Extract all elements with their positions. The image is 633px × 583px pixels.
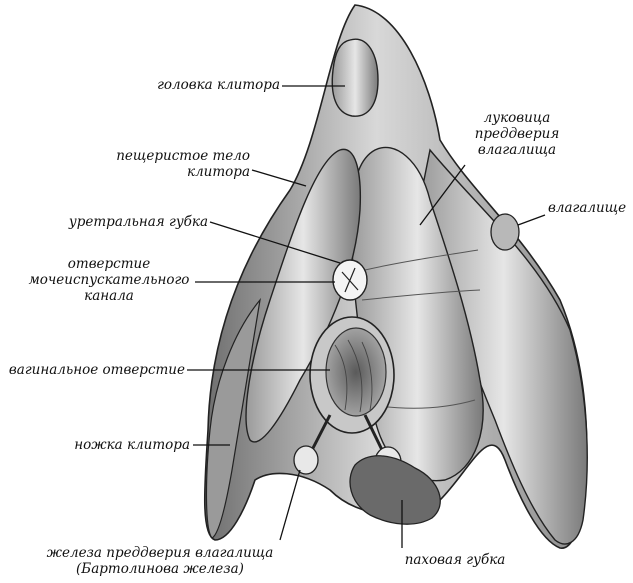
label-vestibular-bulb-line1: луковица: [483, 110, 551, 126]
label-urethral-opening-line2: мочеиспускательного: [28, 272, 190, 288]
label-corpus-line1: пещеристое тело: [116, 148, 250, 164]
perineal-sponge-shape: [349, 455, 441, 525]
left-crus-shape: [205, 297, 261, 539]
vagina-tube-shape: [490, 213, 520, 251]
label-vagina: влагалище: [548, 200, 627, 216]
label-perineal-sponge: паховая губка: [404, 552, 506, 568]
label-corpus: пещеристое тело клитора: [95, 148, 250, 180]
label-urethral-opening-line3: канала: [84, 288, 134, 304]
label-urethral-opening-line1: отверстие: [67, 256, 151, 272]
label-vaginal-opening: вагинальное отверстие: [8, 362, 185, 378]
label-vestibular-bulb-line3: влагалища: [477, 142, 557, 158]
label-urethral-opening: отверстие мочеиспускательного канала: [25, 256, 193, 304]
label-bartholin: железа преддверия влагалища (Бартолинова…: [35, 545, 285, 577]
bartholin-gland-left-shape: [293, 445, 319, 475]
label-bartholin-line2: (Бартолинова железа): [76, 561, 244, 577]
label-urethral-sponge: уретральная губка: [68, 214, 208, 230]
label-glans: головка клитора: [157, 77, 280, 93]
label-vestibular-bulb-line2: преддверия: [474, 126, 560, 142]
leader-lines: [187, 85, 546, 548]
label-crus: ножка клитора: [74, 437, 190, 453]
label-corpus-line2: клитора: [187, 164, 250, 180]
label-bartholin-line1: железа преддверия влагалища: [46, 545, 274, 561]
label-vestibular-bulb: луковица преддверия влагалища: [462, 110, 572, 158]
left-corpus-shape: [245, 148, 362, 443]
glans-shape: [331, 38, 379, 117]
